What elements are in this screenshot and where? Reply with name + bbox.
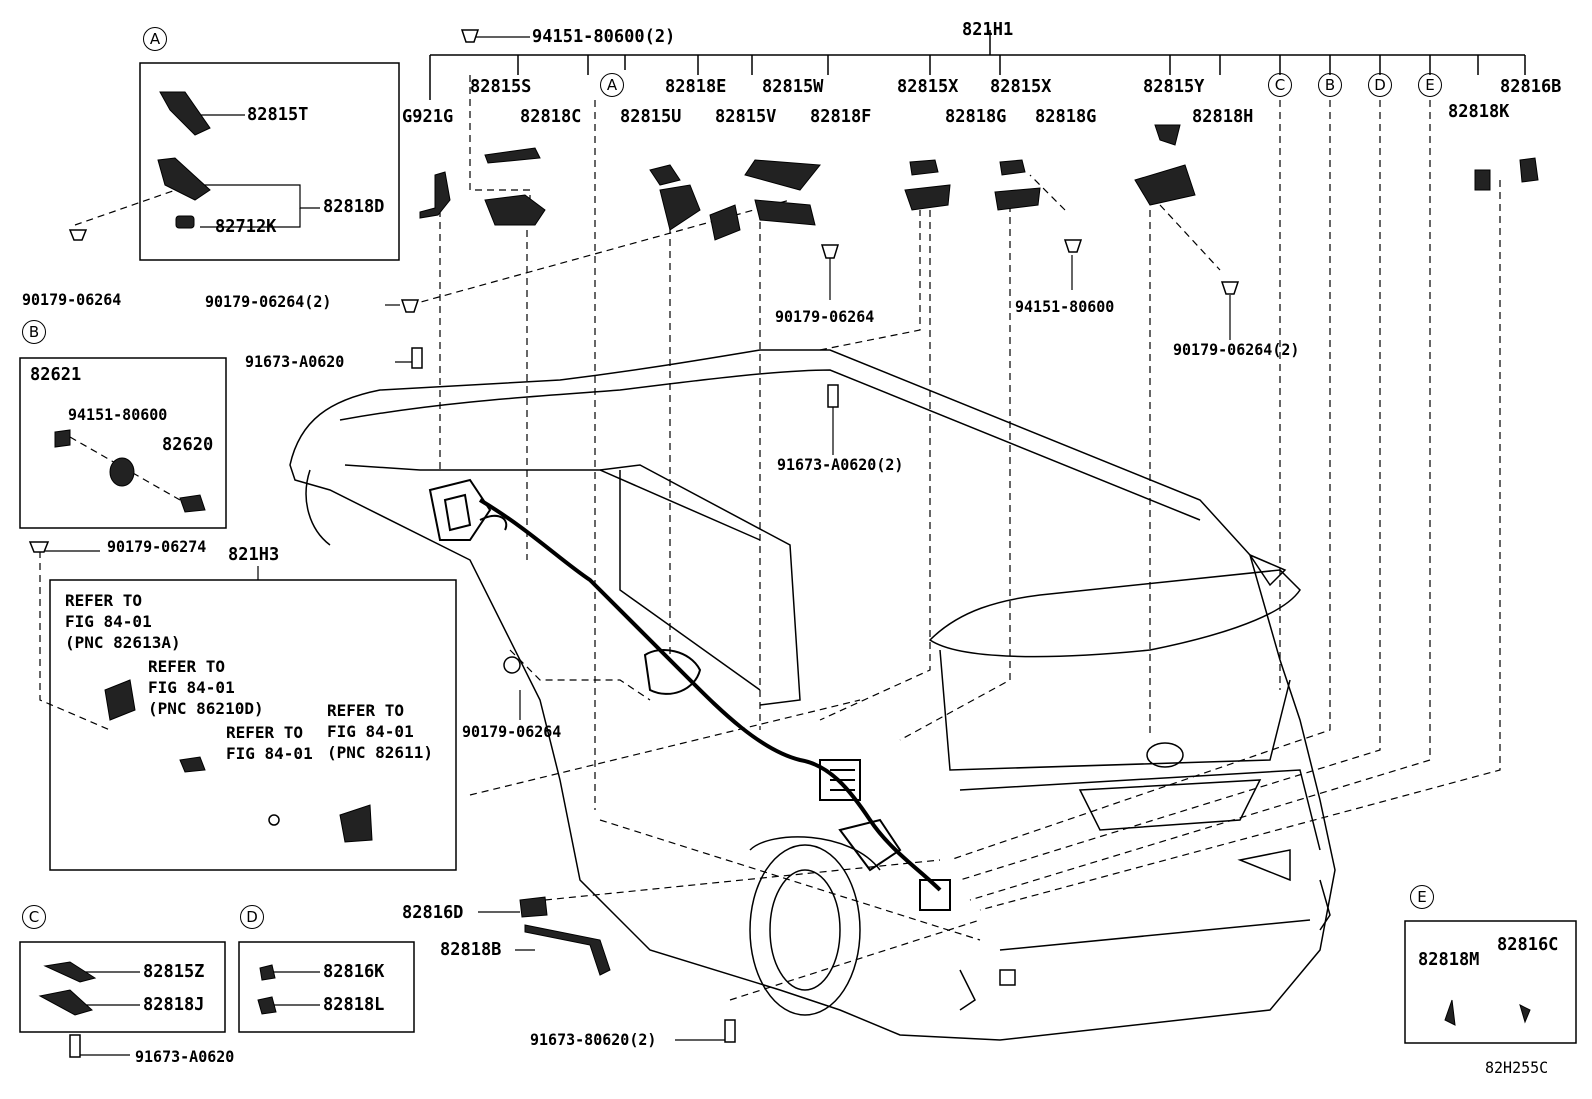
diagram-code: 82H255C — [1485, 1058, 1549, 1078]
label-82818j: 82818J — [143, 994, 205, 1016]
label-82818f: 82818F — [810, 106, 872, 128]
label-91673-a0620-a: 91673-A0620 — [245, 352, 345, 372]
label-82818k: 82818K — [1448, 101, 1510, 123]
label-82816d: 82816D — [402, 902, 464, 924]
label-821h3: 821H3 — [228, 544, 280, 566]
label-82816k: 82816K — [323, 961, 385, 983]
callout-d-top: D — [1368, 73, 1392, 97]
callout-b: B — [22, 320, 46, 344]
label-821h1: 821H1 — [962, 19, 1014, 41]
callout-c: C — [22, 905, 46, 929]
label-82815x-2: 82815X — [990, 76, 1052, 98]
label-94151-80600-c: 94151-80600 — [68, 405, 168, 425]
label-90179-06264-c: 90179-06264 — [462, 722, 562, 742]
label-90179-06274: 90179-06274 — [107, 537, 207, 557]
callout-c-top: C — [1268, 73, 1292, 97]
refer-note-fig: REFER TO FIG 84-01 — [226, 723, 313, 763]
label-82818m: 82818M — [1418, 949, 1480, 971]
label-82818h: 82818H — [1192, 106, 1254, 128]
label-82815u: 82815U — [620, 106, 682, 128]
label-90179-06264-2a: 90179-06264(2) — [205, 292, 332, 312]
label-82818b: 82818B — [440, 939, 502, 961]
callout-a: A — [143, 27, 167, 51]
label-82815x-1: 82815X — [897, 76, 959, 98]
label-82818c: 82818C — [520, 106, 582, 128]
label-94151-80600-b: 94151-80600 — [1015, 297, 1115, 317]
label-82621: 82621 — [30, 364, 82, 386]
label-91673-a0620-c: 91673-A0620 — [135, 1047, 235, 1067]
label-82816c: 82816C — [1497, 934, 1559, 956]
label-90179-06264-b: 90179-06264 — [775, 307, 875, 327]
label-82816b: 82816B — [1500, 76, 1562, 98]
label-82818g-1: 82818G — [945, 106, 1007, 128]
callout-b-top: B — [1318, 73, 1342, 97]
label-82818l: 82818L — [323, 994, 385, 1016]
refer-note-82611: REFER TO FIG 84-01 (PNC 82611) — [327, 701, 433, 762]
refer-note-86210d: REFER TO FIG 84-01 (PNC 86210D) — [148, 657, 264, 718]
label-82815w: 82815W — [762, 76, 824, 98]
callout-e: E — [1410, 885, 1434, 909]
label-g921g: G921G — [402, 106, 454, 128]
label-82712k: 82712K — [215, 216, 277, 238]
label-94151-80600-2: 94151-80600(2) — [532, 26, 676, 48]
label-82818d: 82818D — [323, 196, 385, 218]
label-82815v: 82815V — [715, 106, 777, 128]
label-91673-a0620-2: 91673-A0620(2) — [777, 455, 904, 475]
callout-e-top: E — [1418, 73, 1442, 97]
label-82815t: 82815T — [247, 104, 309, 126]
label-90179-06264-a: 90179-06264 — [22, 290, 122, 310]
label-82815y: 82815Y — [1143, 76, 1205, 98]
callout-d: D — [240, 905, 264, 929]
label-82815s: 82815S — [470, 76, 532, 98]
callout-a-top: A — [600, 73, 624, 97]
label-82620: 82620 — [162, 434, 214, 456]
refer-note-82613a: REFER TO FIG 84-01 (PNC 82613A) — [65, 591, 181, 652]
label-82818g-2: 82818G — [1035, 106, 1097, 128]
label-91673-80620-2: 91673-80620(2) — [530, 1030, 657, 1050]
label-82818e: 82818E — [665, 76, 727, 98]
label-90179-06264-2b: 90179-06264(2) — [1173, 340, 1300, 360]
label-82815z: 82815Z — [143, 961, 205, 983]
